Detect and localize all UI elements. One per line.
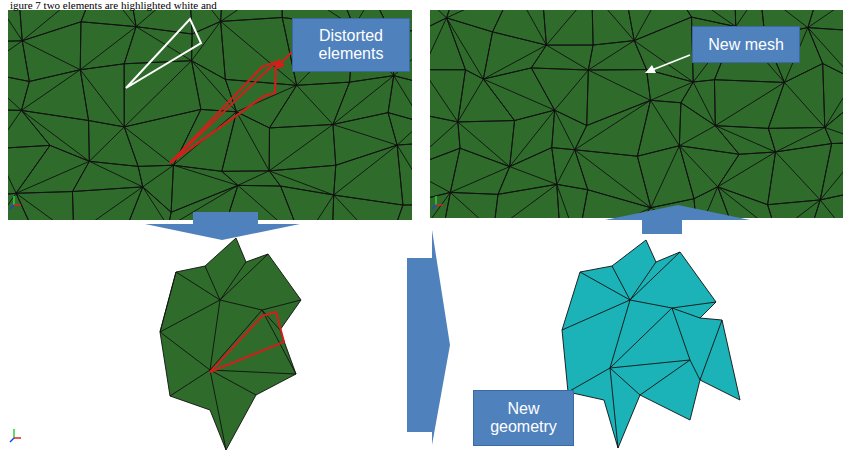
leader-head	[645, 65, 656, 73]
callout-box: New mesh	[692, 26, 800, 63]
red-element-edge	[170, 62, 276, 163]
mesh-panel	[8, 10, 412, 220]
block-arrow-right	[407, 230, 450, 445]
callout-text: New geometry	[474, 396, 573, 440]
mesh-lines	[8, 10, 412, 220]
callout-text: Distorted elements	[293, 23, 409, 67]
leader-line	[652, 55, 690, 70]
callout-box: Distorted elements	[292, 18, 410, 72]
red-element	[210, 312, 284, 372]
block-arrow-up	[605, 205, 750, 234]
callout-box: New geometry	[473, 390, 574, 446]
axis-triad	[10, 196, 443, 442]
old-geometry	[160, 238, 301, 450]
leader-head	[274, 58, 285, 70]
mesh-lines	[430, 10, 843, 218]
mesh-panel	[430, 10, 843, 218]
red-element	[170, 62, 276, 163]
caption-fragment: igure 7 two elements are highlighted whi…	[10, 0, 217, 11]
callout-text: New mesh	[702, 32, 790, 58]
block-arrow-down	[145, 212, 300, 240]
white-element	[126, 19, 201, 88]
new-geometry	[562, 240, 740, 448]
